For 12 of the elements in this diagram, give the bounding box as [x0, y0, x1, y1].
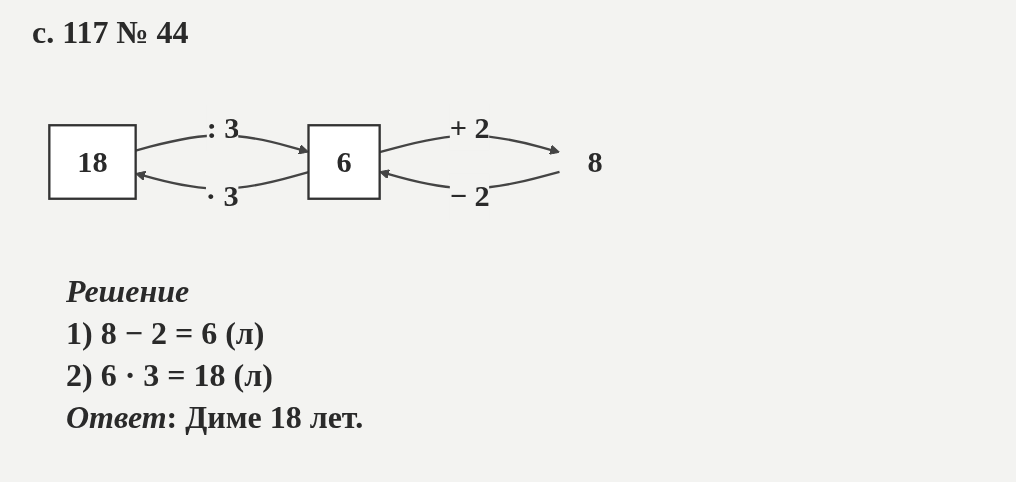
node-box: 18 — [48, 124, 137, 200]
node-text: 8 — [587, 145, 603, 179]
edge-label: − 2 — [449, 179, 490, 214]
solution-heading: Решение — [66, 272, 190, 311]
edge-label: · 3 — [205, 179, 239, 214]
edge-label: + 2 — [449, 110, 490, 145]
page-heading: с. 117 № 44 — [32, 14, 189, 51]
solution-step: 1) 8 − 2 = 6 (л) — [66, 312, 265, 354]
answer-line: Ответ: Диме 18 лет. — [66, 398, 364, 437]
node-box: 6 — [307, 124, 381, 200]
edge-label: : 3 — [206, 110, 239, 145]
solution-step: 2) 6 · 3 = 18 (л) — [66, 354, 273, 396]
